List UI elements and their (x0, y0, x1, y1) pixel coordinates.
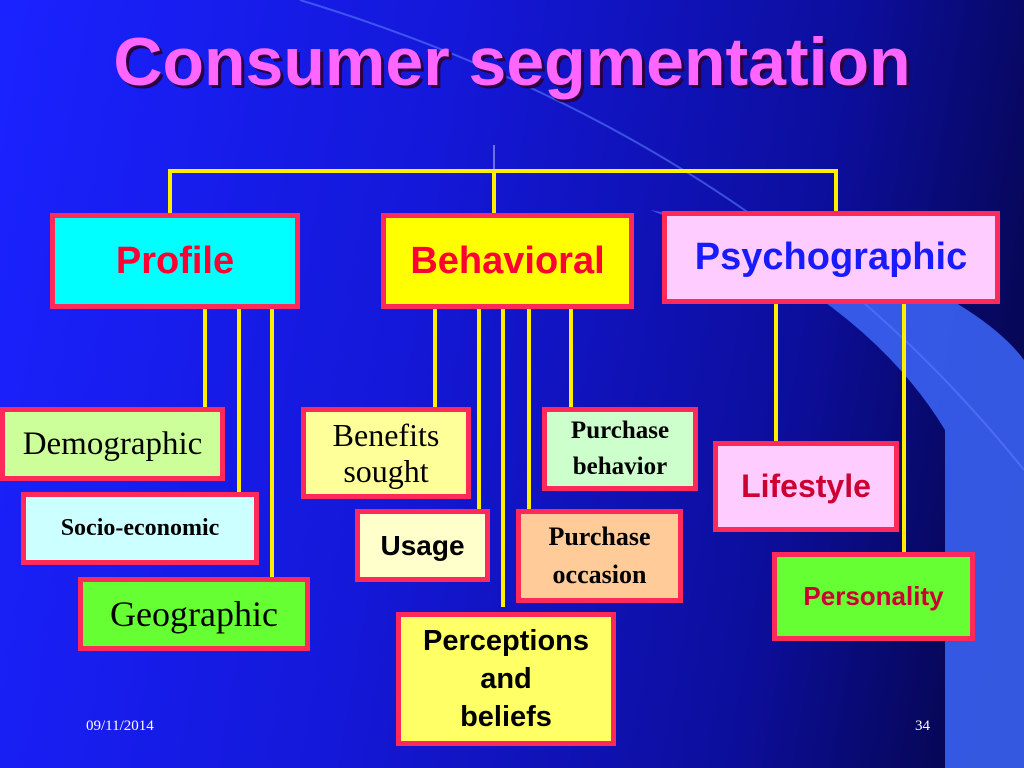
node-label: Perceptions and beliefs (423, 625, 589, 733)
footer-date: 09/11/2014 (86, 718, 154, 734)
node-label: Behavioral (410, 239, 605, 282)
node-socio-economic: Socio-economic (21, 492, 259, 565)
node-purchase-behavior: Purchase behavior (542, 407, 698, 491)
background-swoosh-light (650, 210, 1024, 768)
node-label: Benefits sought (332, 417, 440, 489)
node-psychographic: Psychographic (662, 211, 1000, 304)
node-geographic: Geographic (78, 577, 310, 651)
node-label: Purchase behavior (570, 417, 670, 480)
footer-page-number: 34 (915, 718, 930, 734)
node-personality: Personality (772, 552, 975, 641)
node-profile: Profile (50, 213, 300, 309)
node-label: Purchase occasion (548, 522, 651, 589)
node-perceptions-and-beliefs: Perceptions and beliefs (396, 612, 616, 746)
node-label: Usage (380, 529, 465, 561)
node-lifestyle: Lifestyle (713, 441, 899, 532)
node-behavioral: Behavioral (381, 213, 634, 309)
slide-title: Consumer segmentation (113, 24, 911, 100)
node-usage: Usage (355, 509, 490, 582)
node-label: Demographic (22, 425, 203, 462)
node-label: Socio-economic (60, 515, 220, 541)
node-demographic: Demographic (0, 407, 225, 481)
background-swoosh-arc (299, 0, 1024, 471)
node-label: Profile (115, 239, 235, 282)
node-label: Personality (803, 581, 944, 611)
node-label: Geographic (110, 594, 278, 634)
node-benefits-sought: Benefits sought (301, 407, 471, 499)
node-label: Psychographic (694, 236, 968, 278)
node-purchase-occasion: Purchase occasion (516, 509, 683, 603)
node-label: Lifestyle (741, 468, 871, 504)
